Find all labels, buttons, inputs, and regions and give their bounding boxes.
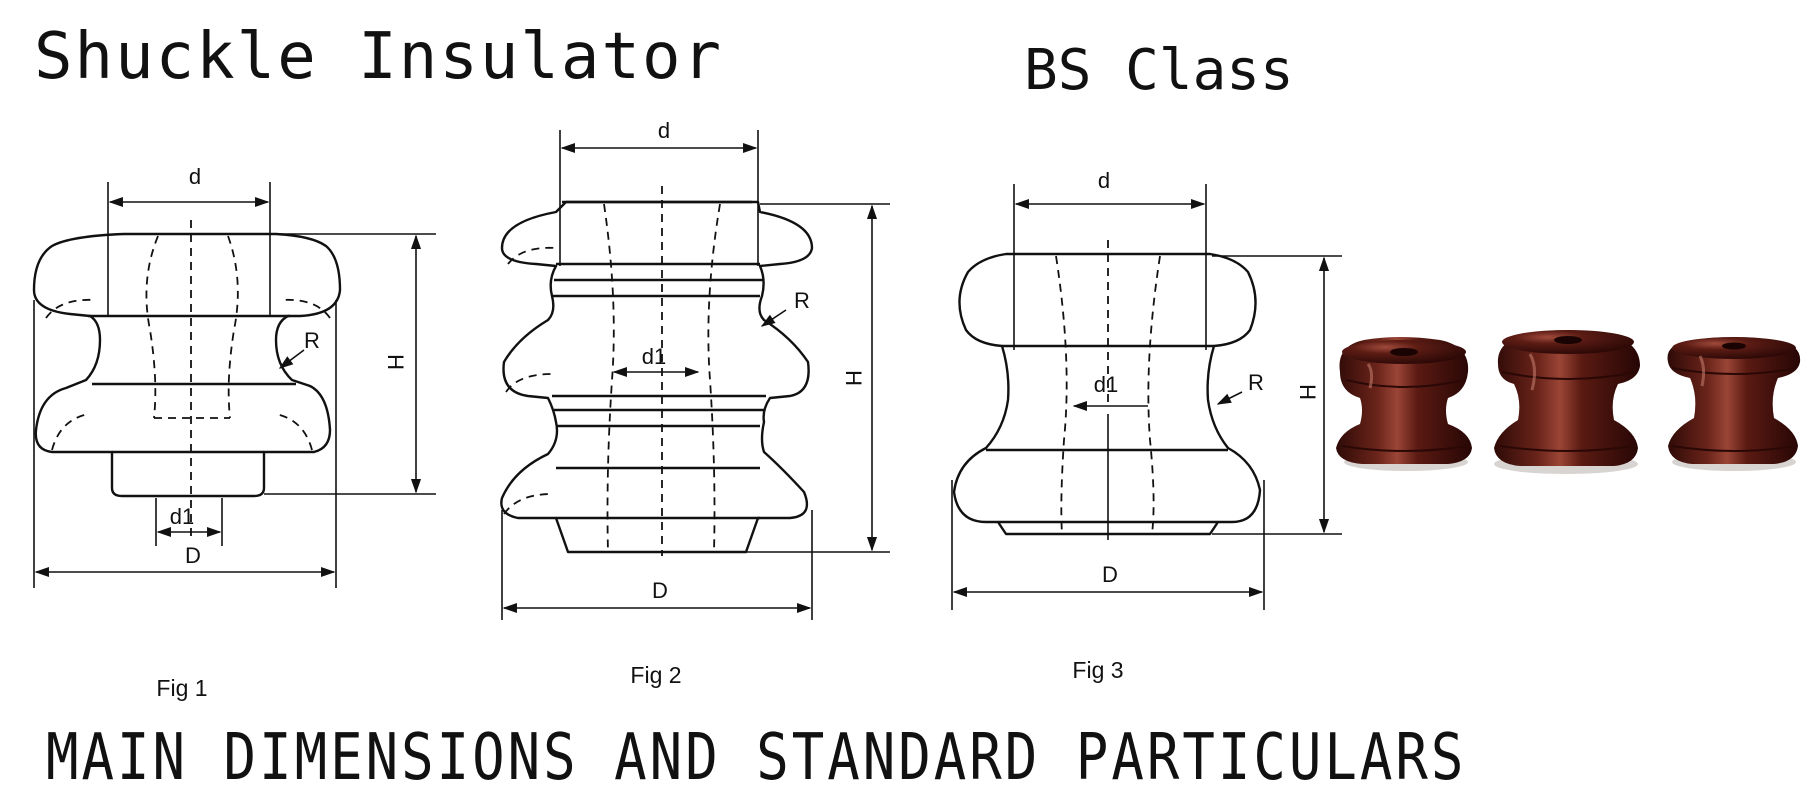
page-title: Shuckle Insulator bbox=[34, 20, 724, 94]
fig2-label-D: D bbox=[652, 578, 668, 603]
fig2-label-d: d bbox=[658, 118, 670, 143]
insulator-photo-small bbox=[1336, 337, 1472, 464]
class-label: BS Class bbox=[1024, 38, 1294, 103]
fig2-label-R: R bbox=[794, 288, 810, 313]
insulator-photo-large bbox=[1494, 330, 1640, 466]
fig1-body-outline bbox=[32, 232, 342, 498]
figure-1: d d1 D H R Fig 1 bbox=[32, 164, 436, 701]
fig2-hidden-bore bbox=[503, 186, 721, 556]
fig1-caption: Fig 1 bbox=[156, 675, 207, 701]
fig1-dimension-lines bbox=[33, 182, 436, 588]
fig3-dimension-lines bbox=[951, 184, 1342, 610]
fig1-label-R: R bbox=[304, 328, 320, 353]
fig3-label-d: d bbox=[1098, 168, 1110, 193]
fig2-dimension-lines bbox=[501, 130, 890, 620]
fig2-label-d1: d1 bbox=[642, 344, 666, 369]
fig3-label-D: D bbox=[1102, 562, 1118, 587]
figure-3: d d1 D H R Fig 3 bbox=[951, 168, 1342, 683]
section-heading: MAIN DIMENSIONS AND STANDARD PARTICULARS bbox=[46, 720, 1467, 794]
product-photo bbox=[1336, 330, 1801, 474]
fig3-label-d1: d1 bbox=[1094, 372, 1118, 397]
fig1-label-d: d bbox=[189, 164, 201, 189]
fig3-hidden-bore bbox=[1055, 240, 1161, 535]
fig1-label-D: D bbox=[185, 543, 201, 568]
fig1-label-H: H bbox=[383, 354, 408, 370]
fig3-label-R: R bbox=[1248, 370, 1264, 395]
fig2-label-H: H bbox=[841, 370, 866, 386]
fig2-caption: Fig 2 bbox=[630, 662, 681, 688]
insulator-photo-medium bbox=[1667, 337, 1801, 464]
fig1-hidden-bore bbox=[45, 220, 331, 540]
fig3-label-H: H bbox=[1295, 384, 1320, 400]
fig1-label-d1: d1 bbox=[170, 504, 194, 529]
fig3-caption: Fig 3 bbox=[1072, 657, 1123, 683]
figure-2: d d1 D H R Fig 2 bbox=[500, 118, 890, 688]
fig2-body-outline bbox=[500, 200, 814, 554]
